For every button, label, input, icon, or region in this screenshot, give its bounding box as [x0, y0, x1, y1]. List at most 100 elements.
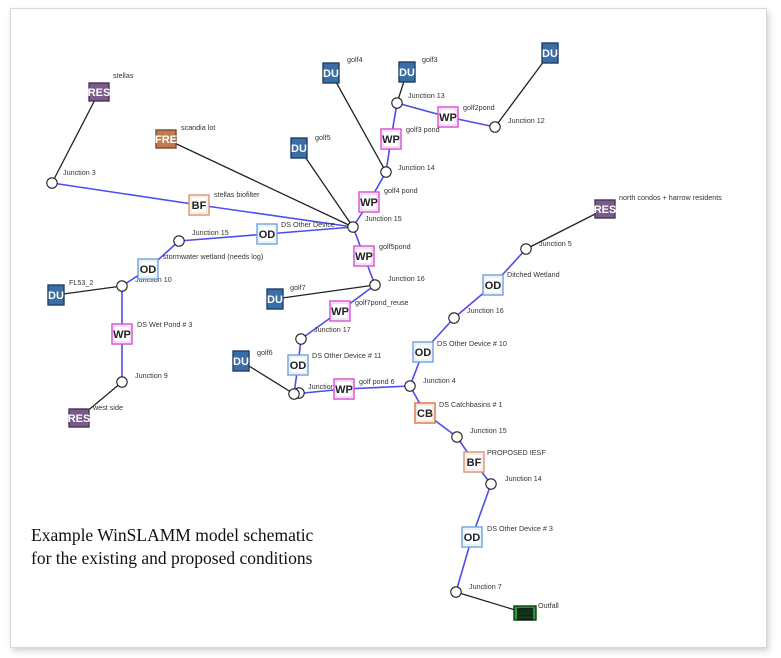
junction-j9[interactable]	[369, 279, 381, 291]
node-od-n23[interactable]: OD	[287, 354, 309, 376]
node-code: WP	[331, 306, 349, 318]
edge-n24-j14	[343, 385, 411, 390]
junction-j11[interactable]	[295, 333, 307, 345]
junction-label-j17: Junction 7	[469, 582, 502, 591]
node-res-n1[interactable]: RES	[88, 82, 111, 102]
node-du-n15[interactable]: DU	[47, 284, 65, 306]
node-label-n18: golf7	[290, 283, 306, 292]
junction-j7[interactable]	[520, 243, 532, 255]
node-wp-n12[interactable]: WP	[353, 245, 375, 267]
node-od-n14[interactable]: OD	[137, 258, 159, 280]
node-box	[232, 350, 250, 372]
node-res-n13[interactable]: RES	[594, 199, 617, 219]
junction-j18[interactable]	[288, 388, 300, 400]
node-od-n21[interactable]: OD	[412, 341, 434, 363]
node-wp-n9[interactable]: WP	[358, 191, 380, 213]
node-bf-n10[interactable]: BF	[188, 194, 210, 216]
node-wp-n24[interactable]: WP	[333, 378, 355, 400]
junction-j6[interactable]	[173, 235, 185, 247]
junction-label-j5: Junction 15	[365, 214, 402, 223]
edge-j6-n11	[178, 233, 268, 242]
node-inner-border	[484, 276, 502, 294]
junction-label-j3: Junction 14	[398, 163, 435, 172]
node-box	[322, 62, 340, 84]
edge-n13-j7	[525, 208, 606, 250]
node-wp-n16[interactable]: WP	[111, 323, 133, 345]
node-label-n26: PROPOSED IESF	[487, 448, 546, 457]
edge-n1-j4	[51, 91, 100, 184]
node-box	[358, 191, 380, 213]
junction-j4[interactable]	[46, 177, 58, 189]
node-box	[594, 199, 616, 219]
edge-n5-j2	[494, 52, 551, 128]
node-wp-n6[interactable]: WP	[437, 106, 459, 128]
junction-j3[interactable]	[380, 166, 392, 178]
node-inner-border	[416, 404, 434, 422]
node-label-n7: golf3 pond	[406, 125, 440, 134]
node-code: DU	[542, 48, 558, 60]
node-wp-n7[interactable]: WP	[380, 128, 402, 150]
node-code: DU	[233, 356, 249, 368]
node-box	[513, 605, 537, 621]
junction-label-j11: Junction 17	[314, 325, 351, 334]
node-code: WP	[382, 134, 400, 146]
node-inner-border	[360, 193, 378, 211]
junction-j2[interactable]	[489, 121, 501, 133]
node-label-n3: golf4	[347, 55, 363, 64]
node-od-n20[interactable]: OD	[482, 274, 504, 296]
edge-n18-j9	[274, 284, 376, 300]
node-du-n5[interactable]: DU	[541, 42, 559, 64]
junction-j12[interactable]	[116, 376, 128, 388]
junction-label-j7: Junction 5	[539, 239, 572, 248]
node-label-n14: stormwater wetland (needs log)	[163, 252, 263, 261]
node-du-n22[interactable]: DU	[232, 350, 250, 372]
node-code: OD	[415, 347, 432, 359]
junction-label-j9: Junction 16	[388, 274, 425, 283]
node-label-n22: golf6	[257, 348, 273, 357]
edge-n15-j8	[55, 285, 123, 296]
node-bf-n26[interactable]: BF	[463, 451, 485, 473]
node-du-n18[interactable]: DU	[266, 288, 284, 310]
node-box	[290, 137, 308, 159]
node-label-n9: golf4 pond	[384, 186, 418, 195]
node-du-n8[interactable]: DU	[290, 137, 308, 159]
node-label-n10: stellas biofilter	[214, 190, 260, 199]
node-inner-border	[289, 356, 307, 374]
node-od-n11[interactable]: OD	[256, 223, 278, 245]
node-wp-n19[interactable]: WP	[329, 300, 351, 322]
junction-j15[interactable]	[451, 431, 463, 443]
junction-j16[interactable]	[485, 478, 497, 490]
node-fre-n2[interactable]: FRE	[155, 129, 177, 149]
junction-j17[interactable]	[450, 586, 462, 598]
node-label-n13: north condos + harrow residents	[619, 193, 722, 202]
node-cb-n25[interactable]: CB	[414, 402, 436, 424]
node-out-n28[interactable]: ▓▓	[513, 605, 537, 621]
node-box	[188, 194, 210, 216]
node-box	[353, 245, 375, 267]
node-inner-border	[382, 130, 400, 148]
node-res-n17[interactable]: RES	[68, 408, 91, 428]
node-box	[333, 378, 355, 400]
junction-j8[interactable]	[116, 280, 128, 292]
node-inner-border	[439, 108, 457, 126]
node-du-n4[interactable]: DU	[398, 61, 416, 83]
node-box	[155, 129, 177, 149]
junction-j10[interactable]	[448, 312, 460, 324]
node-label-n27: DS Other Device # 3	[487, 524, 553, 533]
node-label-n4: golf3	[422, 55, 438, 64]
junction-j5[interactable]	[347, 221, 359, 233]
junction-j1[interactable]	[391, 97, 403, 109]
node-label-n2: scandia lot	[181, 123, 215, 132]
node-od-n27[interactable]: OD	[461, 526, 483, 548]
node-box	[398, 61, 416, 83]
junction-j14[interactable]	[404, 380, 416, 392]
node-code: WP	[355, 251, 373, 263]
node-box	[380, 128, 402, 150]
node-label-n19: golf7pond_reuse	[355, 298, 409, 307]
figure-caption: Example WinSLAMM model schematic for the…	[31, 524, 313, 570]
node-inner-border	[463, 528, 481, 546]
node-du-n3[interactable]: DU	[322, 62, 340, 84]
node-box	[47, 284, 65, 306]
